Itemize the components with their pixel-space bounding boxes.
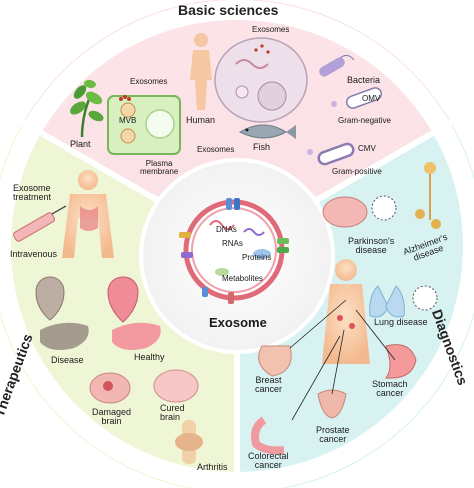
stomach-icon	[385, 344, 417, 379]
label-arthritis: Arthritis	[197, 462, 228, 472]
label-gram-negative: Gram-negative	[338, 116, 391, 125]
plant-icon	[70, 79, 104, 138]
treatment-line-2: treatment	[13, 192, 52, 203]
center-title: Exosome	[209, 315, 267, 330]
stomach-line-1: Stomach	[372, 379, 408, 389]
cured-line-1: Cured	[160, 403, 185, 413]
section-title-basic: Basic sciences	[178, 2, 279, 18]
label-mvb: MVB	[119, 116, 137, 125]
label-prostate-cancer: Prostate cancer	[316, 425, 350, 445]
label-healthy: Healthy	[134, 352, 165, 362]
cargo-dnas: DNAs	[216, 225, 237, 234]
colorectal-line-1: Colorectal	[248, 451, 289, 461]
label-plant: Plant	[70, 139, 91, 149]
damaged-line-2: brain	[101, 416, 122, 427]
heart-disease-icon	[35, 276, 65, 321]
label-cured-brain: Cured brain	[160, 403, 185, 423]
body-treatment-icon	[62, 170, 114, 258]
neuron-alzheimers-icon	[415, 162, 441, 229]
label-human: Human	[186, 115, 216, 125]
human-cell-icon	[214, 37, 308, 123]
parkinsons-line-1: Parkinson's	[348, 236, 395, 246]
breast-line-1: Breast	[255, 375, 282, 385]
label-breast-cancer: Breast cancer	[255, 375, 283, 395]
prostate-icon	[317, 389, 347, 419]
knee-joint-icon	[175, 420, 203, 464]
label-parkinsons: Parkinson's disease	[348, 236, 395, 256]
label-disease: Disease	[51, 355, 84, 365]
torso-figure-icon	[322, 259, 370, 364]
label-omv: OMV	[362, 94, 381, 103]
colorectal-line-2: cancer	[254, 460, 282, 471]
label-bacteria: Bacteria	[347, 75, 381, 85]
treatment-line-1: Exosome	[13, 183, 51, 193]
cured-line-2: brain	[160, 412, 181, 423]
liver-disease-icon	[40, 322, 89, 350]
exosome-vesicle	[179, 198, 289, 304]
cargo-metabolites: Metabolites	[222, 274, 263, 283]
gram-positive-bacteria-icon	[307, 142, 355, 166]
bacteria-icon	[319, 54, 355, 77]
heart-healthy-icon	[107, 276, 139, 323]
damaged-line-1: Damaged	[92, 407, 132, 417]
label-gram-positive: Gram-positive	[332, 167, 382, 176]
label-plasma-membrane: Plasma membrane	[140, 159, 179, 177]
plasma-line-1: Plasma	[145, 159, 173, 168]
diagnostic-connectors	[289, 299, 396, 421]
damaged-brain-icon	[89, 372, 131, 404]
label-plant-exosomes: Exosomes	[130, 77, 168, 86]
label-fish-exosomes: Exosomes	[197, 145, 235, 154]
cargo-rnas: RNAs	[222, 239, 243, 248]
label-colorectal-cancer: Colorectal cancer	[248, 451, 289, 471]
label-intravenous: Intravenous	[10, 249, 58, 259]
syringe-icon	[13, 205, 67, 242]
gram-negative-bacteria-icon	[331, 87, 383, 109]
label-human-exosomes: Exosomes	[252, 25, 290, 34]
plasma-line-2: membrane	[140, 167, 179, 177]
plant-cell-icon	[107, 95, 181, 155]
stomach-line-2: cancer	[376, 388, 404, 399]
label-cmv: CMV	[358, 144, 376, 153]
breast-icon	[258, 345, 292, 377]
label-lung-disease: Lung disease	[374, 317, 428, 327]
label-exosome-treatment: Exosome treatment	[13, 183, 52, 203]
human-figure-icon	[190, 33, 212, 110]
prostate-line-1: Prostate	[316, 425, 350, 435]
parkinsons-line-2: disease	[355, 245, 387, 256]
cured-brain-icon	[153, 369, 199, 403]
lungs-icon	[369, 285, 438, 318]
breast-line-2: cancer	[255, 384, 283, 395]
fish-icon	[238, 124, 296, 139]
cargo-proteins: Proteins	[242, 253, 272, 262]
colon-icon	[251, 416, 285, 455]
label-fish: Fish	[253, 142, 271, 152]
liver-healthy-icon	[112, 322, 161, 350]
label-damaged-brain: Damaged brain	[92, 407, 132, 427]
brain-parkinsons-icon	[322, 195, 397, 228]
prostate-line-2: cancer	[319, 434, 347, 445]
label-stomach-cancer: Stomach cancer	[372, 379, 408, 399]
